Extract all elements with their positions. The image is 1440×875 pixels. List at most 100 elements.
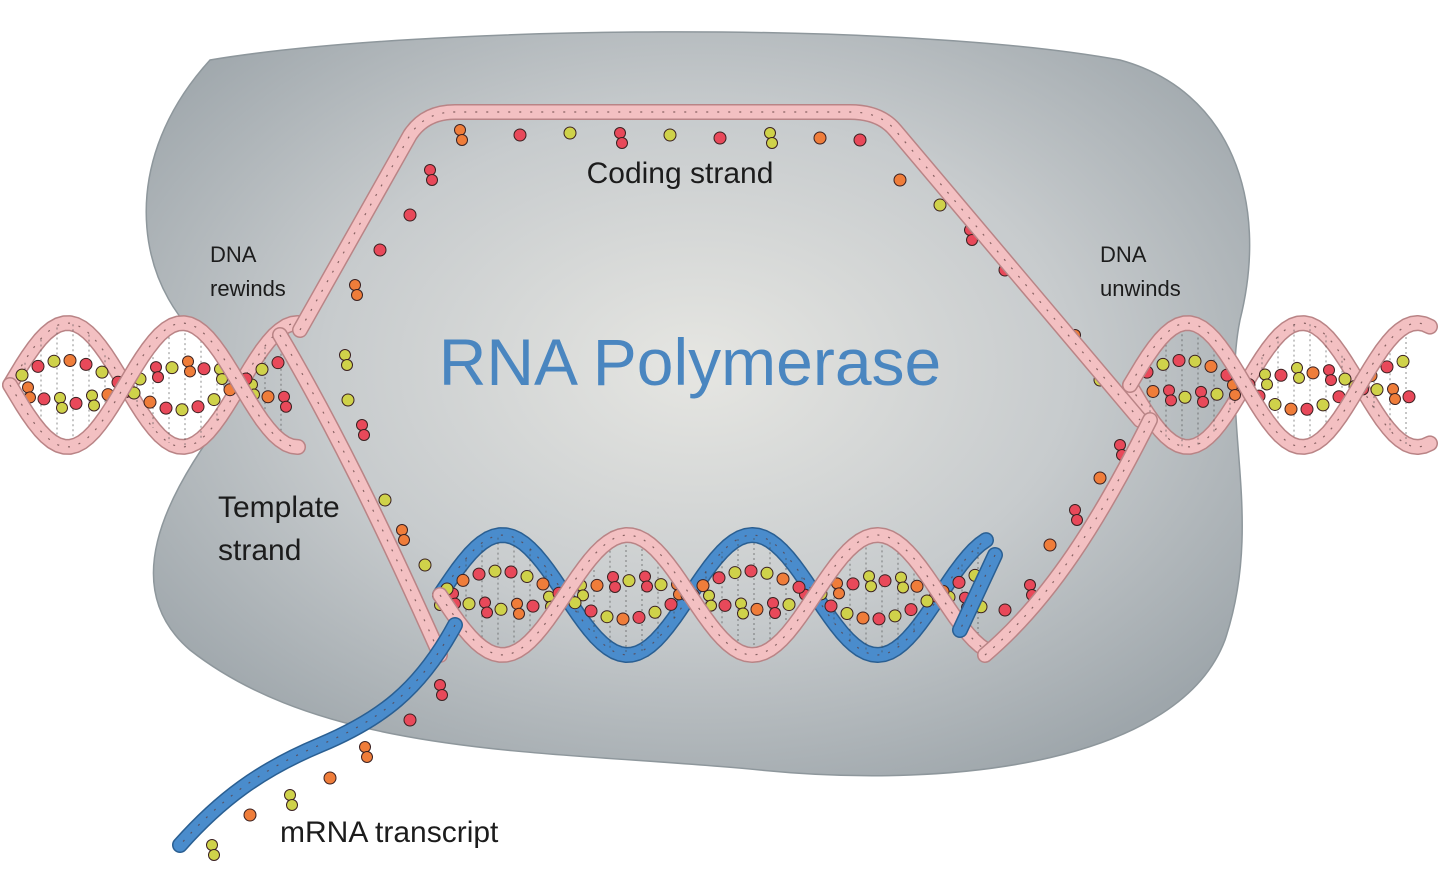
base-dot xyxy=(396,524,408,536)
base-dot xyxy=(1380,360,1394,374)
base-dot xyxy=(1043,538,1057,552)
base-dot xyxy=(824,599,838,613)
right-helix-back-strand xyxy=(1122,315,1438,455)
base-dot xyxy=(22,381,34,394)
base-dot xyxy=(893,173,907,187)
base-dot xyxy=(1325,374,1337,387)
base-dot xyxy=(1338,372,1352,386)
base-dot xyxy=(191,400,205,414)
base-dot xyxy=(1093,471,1107,485)
base-dot xyxy=(47,354,61,368)
base-dot xyxy=(1163,384,1175,397)
base-dot xyxy=(856,611,870,625)
base-dot xyxy=(488,564,502,578)
base-dot xyxy=(712,571,726,585)
base-dot xyxy=(152,371,164,384)
base-dot xyxy=(1172,353,1186,367)
base-dot xyxy=(776,572,790,586)
base-dot xyxy=(622,574,636,588)
base-dot xyxy=(639,570,651,583)
base-dot xyxy=(403,208,417,222)
base-dot xyxy=(456,573,470,587)
base-dot xyxy=(1146,384,1160,398)
mrna-transcript-label: mRNA transcript xyxy=(280,816,499,849)
base-dot xyxy=(165,361,179,375)
base-dot xyxy=(764,127,776,139)
base-dot xyxy=(454,124,466,136)
base-dot xyxy=(897,581,909,594)
base-dot xyxy=(426,174,438,186)
base-dot xyxy=(853,133,867,147)
base-dot xyxy=(1204,359,1218,373)
base-dot xyxy=(95,365,109,379)
dna-rewinds-label-line1: DNA xyxy=(210,242,257,267)
base-dot xyxy=(208,849,220,861)
template-strand-label-line1: Template xyxy=(218,491,340,524)
base-dot xyxy=(1291,361,1303,374)
base-dot xyxy=(663,128,677,142)
base-dot xyxy=(1195,385,1207,398)
base-dot xyxy=(833,587,845,600)
template-strand-label-line2: strand xyxy=(218,534,301,567)
base-dot xyxy=(1402,390,1416,404)
base-dot xyxy=(735,597,747,610)
base-dot xyxy=(255,362,269,376)
base-dot xyxy=(37,392,51,406)
base-dot xyxy=(1274,368,1288,382)
base-dot xyxy=(513,128,527,142)
base-dot xyxy=(840,606,854,620)
base-dot xyxy=(563,126,577,140)
dna-unwinds-label-line2: unwinds xyxy=(1100,276,1181,301)
base-dot xyxy=(261,390,275,404)
base-dot xyxy=(616,137,628,149)
template-strand-descending xyxy=(272,327,448,663)
base-dot xyxy=(609,580,621,593)
base-dot xyxy=(472,567,486,581)
base-dot xyxy=(1197,395,1209,408)
base-dot xyxy=(1370,383,1384,397)
dna-rewinds-label-line2: rewinds xyxy=(210,276,286,301)
base-dot xyxy=(31,359,45,373)
base-dot xyxy=(910,579,924,593)
base-dot xyxy=(15,368,29,382)
base-dot xyxy=(436,689,448,701)
base-dot xyxy=(744,564,758,578)
base-dot xyxy=(1261,378,1273,391)
base-dot xyxy=(159,401,173,415)
base-dot xyxy=(462,597,476,611)
base-dot xyxy=(713,131,727,145)
base-dot xyxy=(703,589,715,602)
base-dot xyxy=(197,362,211,376)
base-dot xyxy=(1387,383,1399,396)
base-dot xyxy=(933,198,947,212)
base-dot xyxy=(1284,402,1298,416)
base-dot xyxy=(434,679,446,691)
base-dot xyxy=(1210,387,1224,401)
base-dot xyxy=(1024,579,1036,591)
base-dot xyxy=(1396,354,1410,368)
base-dot xyxy=(513,607,525,620)
mrna-exiting-strand xyxy=(172,617,463,853)
base-dot xyxy=(1069,504,1081,516)
base-dot xyxy=(952,575,966,589)
base-dot xyxy=(418,558,432,572)
base-dot xyxy=(526,599,540,613)
base-dot xyxy=(654,578,668,592)
base-dot xyxy=(895,571,907,584)
base-dot xyxy=(207,393,221,407)
base-dot xyxy=(182,355,194,368)
base-dot xyxy=(456,134,468,146)
base-dot xyxy=(737,607,749,620)
base-dot xyxy=(1156,357,1170,371)
base-dot xyxy=(349,279,361,291)
base-dot xyxy=(1389,393,1401,406)
base-dot xyxy=(351,289,363,301)
base-dot xyxy=(504,565,518,579)
base-dot xyxy=(1316,398,1330,412)
base-dot xyxy=(920,594,934,608)
base-dot xyxy=(1268,397,1282,411)
base-dot xyxy=(54,391,66,404)
left-helix-back-strand xyxy=(2,315,306,455)
left-helix-front-strand xyxy=(2,315,306,455)
base-dot xyxy=(86,389,98,402)
